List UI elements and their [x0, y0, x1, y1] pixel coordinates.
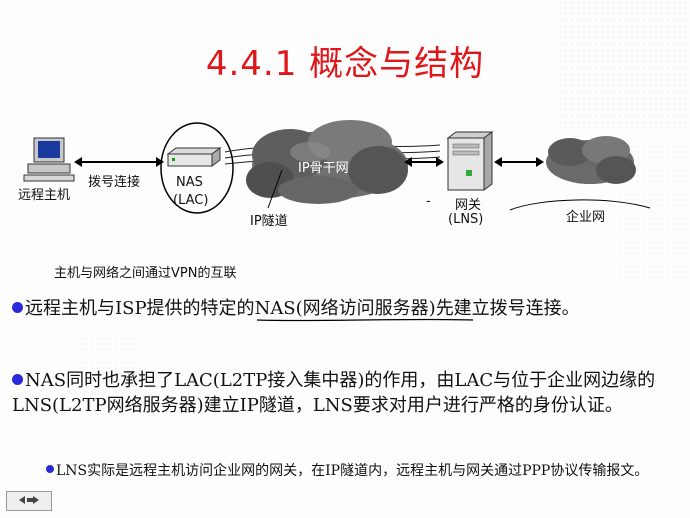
tunnel-label: IP隧道: [250, 214, 288, 229]
dash-label: -: [426, 194, 431, 209]
backbone-label: IP骨干网: [298, 161, 349, 176]
bullet-dot-icon: [46, 465, 54, 473]
dial-arrow: [74, 157, 164, 167]
bullet-1-nas-text: NAS(网络访问服务器): [254, 298, 436, 319]
tunnel-pointer: [267, 169, 283, 209]
dial-label: 拨号连接: [88, 175, 141, 190]
bullet-dot-icon: [12, 374, 23, 385]
gateway-label: 网关: [455, 198, 482, 213]
gateway-arrow: [404, 157, 444, 167]
slide-nav-button[interactable]: [6, 491, 52, 511]
computer-icon: [23, 137, 75, 182]
host-label: 远程主机: [18, 188, 71, 203]
nas-underline: [256, 318, 473, 322]
slide-nav-icon: [19, 496, 39, 504]
ip-backbone-cloud: [246, 120, 408, 204]
lac-label: (LAC): [173, 193, 209, 208]
enterprise-arc: [509, 199, 651, 211]
enterprise-label: 企业网: [566, 210, 606, 225]
enterprise-arrow: [494, 157, 544, 167]
bullet-1-nas: NAS(网络访问服务器): [254, 298, 473, 322]
enterprise-cloud: [546, 136, 636, 184]
slide-title: 4.4.1 概念与结构: [205, 44, 485, 84]
bullet-2-text: NAS同时也承担了LAC(L2TP接入集中器)的作用，由LAC与位于企业网边缘的…: [12, 370, 656, 416]
gateway-server-icon: [446, 131, 494, 191]
nas-label: NAS: [176, 175, 203, 190]
network-diagram: [23, 120, 651, 214]
lns-label: (LNS): [448, 212, 484, 227]
bullet-2: NAS同时也承担了LAC(L2TP接入集中器)的作用，由LAC与位于企业网边缘的…: [12, 368, 672, 418]
bullet-1: 远程主机与ISP提供的特定的NAS(网络访问服务器)先建立拨号连接。: [12, 296, 672, 322]
nas-highlight-oval: [160, 122, 234, 214]
nas-device-icon: [166, 147, 222, 167]
bullet-1-pre: 远程主机与ISP提供的特定的: [25, 298, 255, 319]
bullet-1-post: 先建立拨号连接。: [435, 298, 580, 319]
bullet-dot-icon: [12, 302, 23, 313]
bullet-3: LNS实际是远程主机访问企业网的网关，在IP隧道内，远程主机与网关通过PPP协议…: [46, 460, 672, 482]
bullet-3-text: LNS实际是远程主机访问企业网的网关，在IP隧道内，远程主机与网关通过PPP协议…: [56, 463, 649, 479]
diagram-caption: 主机与网络之间通过VPN的互联: [54, 266, 237, 281]
